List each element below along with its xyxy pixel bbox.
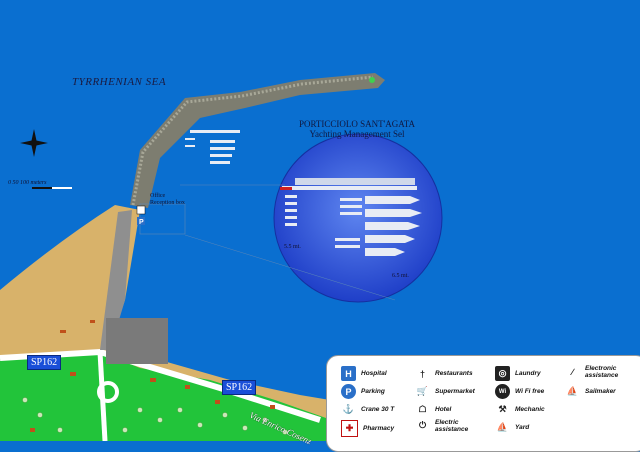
road-badge-sp162-east: SP162: [222, 380, 257, 395]
marina-title-line2: Yachting Management Sel: [309, 129, 405, 139]
sea-label: TYRRHENIAN SEA: [72, 76, 167, 88]
legend-pharmacy: ✚Pharmacy: [341, 420, 394, 437]
dimension-label-b: 6.5 mt.: [392, 273, 409, 279]
marina-title-line1: PORTICCIOLO SANT'AGATA: [298, 119, 416, 129]
parking-icon: P: [341, 384, 356, 399]
wrench-icon: ⚒: [498, 404, 507, 414]
legend-yard: ⛵Yard: [495, 420, 529, 435]
breakwater: [130, 73, 385, 208]
svg-text:P: P: [139, 219, 144, 226]
quay: [106, 318, 168, 364]
hospital-icon: H: [341, 366, 356, 381]
compass-rose: [20, 129, 48, 157]
legend-sailmaker: ⛵Sailmaker: [565, 384, 616, 399]
office-line2: Reception box: [150, 200, 185, 206]
road-badge-sp162-west: SP162: [27, 355, 62, 370]
marina-detail-circle: [273, 133, 443, 303]
washing-machine-icon: ◎: [495, 366, 510, 381]
crane-hook-icon: ⚓: [342, 404, 355, 414]
legend-crane: ⚓Crane 30 T: [341, 402, 394, 417]
dimension-label-a: 5.5 mt.: [284, 244, 301, 250]
pharmacy-cross-icon: ✚: [341, 420, 358, 437]
legend-restaurants: †Restaurants: [415, 366, 473, 381]
marina-berths-small: [185, 130, 240, 164]
legend-hotel: ☖Hotel: [415, 402, 451, 417]
legend-supermarket: 🛒Supermarket: [415, 384, 475, 399]
wifi-icon: Wi: [495, 384, 510, 399]
boat-icon: ⛵: [496, 422, 509, 432]
legend-mechanic: ⚒Mechanic: [495, 402, 544, 417]
pier: [100, 210, 132, 350]
legend-laundry: ◎Laundry: [495, 366, 541, 381]
plug-icon: ⏻: [418, 420, 427, 430]
sail-icon: ⛵: [566, 386, 579, 396]
office-line1: Office: [150, 193, 166, 199]
shopping-cart-icon: 🛒: [416, 386, 429, 396]
fork-knife-icon: †: [419, 368, 425, 379]
marina-berths-large: [282, 178, 422, 256]
bed-icon: ☖: [418, 404, 427, 414]
screwdriver-icon: ∕: [571, 366, 574, 377]
scale-bar-label: 0 50 100 meters: [8, 180, 47, 186]
marina-title: PORTICCIOLO SANT'AGATA Yachting Manageme…: [292, 119, 422, 139]
office-label: Office Reception box: [150, 193, 185, 207]
grass-area: [0, 352, 326, 441]
